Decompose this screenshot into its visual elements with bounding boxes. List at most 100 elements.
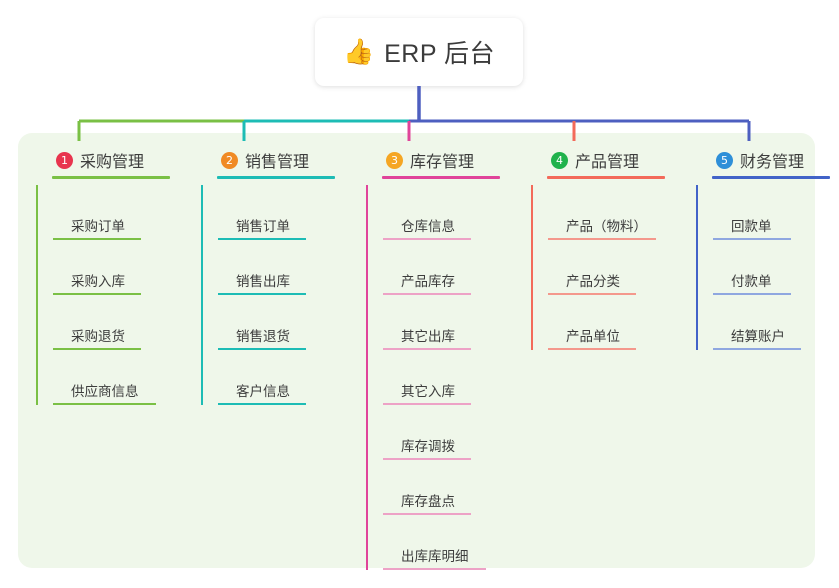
branch-item-underline: [218, 348, 306, 350]
branch-item-underline: [383, 403, 471, 405]
branch-item-underline: [53, 238, 141, 240]
branch-column: 3 库存管理仓库信息产品库存其它出库其它入库库存调拨库存盘点出库库明细: [366, 143, 500, 570]
branch-item-underline: [383, 458, 471, 460]
branch-title: 销售管理: [245, 154, 310, 171]
branch-item-underline: [383, 238, 471, 240]
branch-item-underline: [713, 348, 801, 350]
branch-item[interactable]: 客户信息: [218, 350, 309, 405]
branch-item-label: 采购退货: [71, 329, 125, 344]
branch-item-underline: [53, 348, 141, 350]
root-node-label: ERP 后台: [384, 40, 496, 68]
branch-spine: [696, 185, 698, 350]
branch-spine: [366, 185, 368, 570]
branch-item[interactable]: 库存调拨: [383, 405, 474, 460]
branch-item-label: 产品分类: [566, 274, 620, 289]
branch-item-underline: [548, 238, 656, 240]
branch-item-label: 采购订单: [71, 219, 125, 234]
branch-index-badge: 4: [551, 151, 568, 169]
branch-header-underline: [217, 176, 335, 179]
branch-column: 1 采购管理采购订单采购入库采购退货供应商信息: [36, 143, 170, 405]
branch-header[interactable]: 1 采购管理: [36, 143, 170, 179]
branch-spine: [531, 185, 533, 350]
branch-item-label: 结算账户: [731, 329, 785, 344]
branch-item-underline: [218, 403, 306, 405]
branch-header[interactable]: 5 财务管理: [696, 143, 830, 179]
branch-item-label: 销售订单: [236, 219, 290, 234]
branch-item-underline: [218, 293, 306, 295]
branch-item[interactable]: 产品（物料）: [548, 185, 656, 240]
branch-item[interactable]: 供应商信息: [53, 350, 156, 405]
branch-item-label: 采购入库: [71, 274, 125, 289]
branch-item-list: 仓库信息产品库存其它出库其它入库库存调拨库存盘点出库库明细: [366, 185, 486, 570]
branch-item-underline: [713, 238, 791, 240]
thumbs-up-icon: 👍: [342, 37, 375, 66]
branch-title: 采购管理: [80, 154, 145, 171]
branch-item-label: 回款单: [731, 219, 772, 234]
branch-item-underline: [383, 568, 486, 570]
branch-item-underline: [218, 238, 306, 240]
branch-item-label: 仓库信息: [401, 219, 455, 234]
branch-item-list: 销售订单销售出库销售退货客户信息: [201, 185, 309, 405]
branch-title: 产品管理: [575, 154, 640, 171]
branch-item[interactable]: 其它入库: [383, 350, 474, 405]
branch-item-underline: [383, 293, 471, 295]
branch-spine: [201, 185, 203, 405]
branch-item-underline: [548, 348, 636, 350]
branch-item[interactable]: 产品单位: [548, 295, 647, 350]
branch-item[interactable]: 出库库明细: [383, 515, 486, 570]
branch-item-underline: [548, 293, 636, 295]
root-node[interactable]: 👍 ERP 后台: [315, 18, 523, 86]
branch-item[interactable]: 采购订单: [53, 185, 144, 240]
branch-item[interactable]: 采购退货: [53, 295, 144, 350]
branch-item[interactable]: 采购入库: [53, 240, 144, 295]
branch-spine: [36, 185, 38, 405]
branch-item[interactable]: 产品分类: [548, 240, 647, 295]
branch-item-label: 产品单位: [566, 329, 620, 344]
branch-item-underline: [53, 403, 156, 405]
branch-item[interactable]: 销售订单: [218, 185, 309, 240]
branch-item[interactable]: 付款单: [713, 240, 804, 295]
branch-item-list: 产品（物料） 产品分类产品单位: [531, 185, 656, 350]
branch-item-label: 库存调拨: [401, 439, 455, 454]
branch-item-label: 产品库存: [401, 274, 455, 289]
branch-item[interactable]: 其它出库: [383, 295, 474, 350]
branch-item[interactable]: 库存盘点: [383, 460, 474, 515]
branch-column: 2 销售管理销售订单销售出库销售退货客户信息: [201, 143, 335, 405]
branch-item[interactable]: 仓库信息: [383, 185, 474, 240]
branch-item-label: 库存盘点: [401, 494, 455, 509]
branch-item[interactable]: 销售出库: [218, 240, 309, 295]
branch-header-underline: [712, 176, 830, 179]
branch-item-list: 回款单付款单结算账户: [696, 185, 804, 350]
branch-item-underline: [53, 293, 141, 295]
branch-item-underline: [383, 513, 471, 515]
branch-index-badge: 2: [221, 151, 238, 169]
branch-item-label: 付款单: [731, 274, 772, 289]
branch-header[interactable]: 3 库存管理: [366, 143, 500, 179]
branch-index-badge: 3: [386, 151, 403, 169]
branch-item[interactable]: 销售退货: [218, 295, 309, 350]
branch-item-label: 出库库明细: [401, 549, 469, 564]
branch-item[interactable]: 回款单: [713, 185, 804, 240]
branch-title: 库存管理: [410, 154, 475, 171]
branch-header[interactable]: 2 销售管理: [201, 143, 335, 179]
branch-header-underline: [547, 176, 665, 179]
branch-item-label: 销售出库: [236, 274, 290, 289]
branch-header-underline: [382, 176, 500, 179]
branch-index-badge: 1: [56, 151, 73, 169]
branch-title: 财务管理: [740, 154, 805, 171]
branch-column: 5 财务管理回款单付款单结算账户: [696, 143, 830, 350]
branch-item[interactable]: 结算账户: [713, 295, 804, 350]
branch-item-label: 销售退货: [236, 329, 290, 344]
branch-header[interactable]: 4 产品管理: [531, 143, 665, 179]
branch-column: 4 产品管理产品（物料） 产品分类产品单位: [531, 143, 665, 350]
branch-item-underline: [713, 293, 791, 295]
branch-item-label: 供应商信息: [71, 384, 139, 399]
branch-header-underline: [52, 176, 170, 179]
branches-panel: [18, 133, 815, 568]
branch-item-label: 其它入库: [401, 384, 455, 399]
branch-item-underline: [383, 348, 471, 350]
branch-item-label: 产品（物料）: [566, 219, 647, 234]
branch-item[interactable]: 产品库存: [383, 240, 474, 295]
branch-index-badge: 5: [716, 151, 733, 169]
